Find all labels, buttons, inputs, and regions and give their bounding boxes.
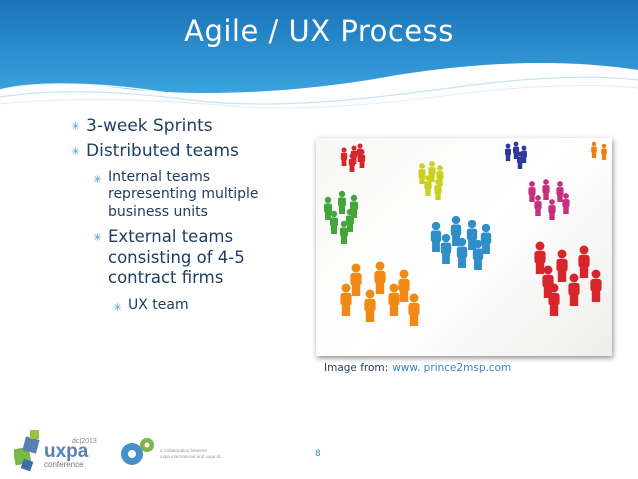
person-figure — [590, 269, 602, 302]
person-figure — [428, 161, 436, 182]
bullet-text: Internal teams representing multiple bus… — [108, 168, 259, 220]
person-figure — [556, 181, 564, 202]
bullet-item: ✳ Distributed teams — [71, 141, 302, 162]
bullet-asterisk-icon: ✳ — [93, 172, 103, 186]
person-figure — [340, 147, 348, 166]
person-figure — [374, 261, 386, 294]
person-figure — [562, 193, 570, 214]
person-figure — [324, 196, 332, 220]
svg-text:conference: conference — [44, 460, 84, 469]
svg-text:dc|2013: dc|2013 — [72, 438, 97, 445]
person-figure — [480, 223, 492, 254]
person-figure — [528, 181, 536, 202]
person-figure — [542, 265, 554, 298]
svg-text:uxpa: uxpa — [44, 441, 89, 462]
bullet-asterisk-icon: ✳ — [71, 120, 81, 133]
person-figure — [398, 269, 410, 302]
person-figure — [388, 283, 400, 316]
person-figure — [356, 143, 364, 162]
person-figure — [330, 210, 338, 234]
bullet-text: 3-week Sprints — [86, 116, 213, 136]
logo-graphic: uxpa conference dc|2013 a collaboration … — [12, 430, 222, 472]
caption-label: Image from: — [324, 362, 389, 374]
bullet-text: UX team — [128, 296, 189, 313]
person-figure — [430, 221, 442, 252]
header-wave-background — [0, 0, 638, 109]
person-figure — [340, 283, 352, 316]
bullet-list: ✳ 3-week Sprints ✳ Distributed teams ✳ I… — [62, 116, 302, 314]
person-figure — [466, 219, 478, 250]
person-figure — [534, 241, 546, 274]
person-figure — [505, 143, 511, 161]
person-figure — [556, 249, 568, 282]
person-figure — [350, 263, 362, 296]
person-figure — [591, 141, 597, 158]
caption-link[interactable]: www. prince2msp.com — [392, 362, 512, 374]
slide-header: Agile / UX Process — [0, 0, 638, 110]
person-figure — [601, 143, 607, 160]
person-figure — [521, 145, 527, 163]
person-figure — [408, 293, 420, 326]
person-figure — [548, 283, 560, 316]
bullet-asterisk-icon: ✳ — [93, 231, 103, 244]
person-figure — [513, 141, 519, 159]
person-figure — [364, 289, 376, 322]
person-figure — [338, 190, 346, 214]
uxpa-conference-logo: uxpa conference dc|2013 a collaboration … — [12, 426, 224, 474]
svg-text:uxpa international and uxpa dc: uxpa international and uxpa dc — [160, 454, 222, 459]
person-figure — [348, 153, 356, 172]
colored-people-groups-illustration — [324, 141, 607, 326]
person-figure — [568, 273, 580, 306]
person-figure — [542, 179, 550, 200]
person-figure — [340, 220, 348, 244]
person-figure — [424, 175, 432, 196]
person-figure — [456, 237, 468, 268]
person-figure — [418, 163, 426, 184]
svg-text:a collaboration between: a collaboration between — [160, 448, 208, 453]
slide-title: Agile / UX Process — [184, 14, 454, 48]
bullet-text: Distributed teams — [86, 141, 239, 162]
bullet-text: External teams consisting of 4-5 contrac… — [108, 227, 245, 288]
teams-photo — [316, 138, 612, 356]
person-figure — [450, 215, 462, 246]
bullet-asterisk-icon: ✳ — [113, 300, 123, 314]
person-figure — [346, 208, 354, 232]
sub-bullet-item: ✳ External teams consisting of 4-5 contr… — [93, 227, 288, 289]
image-caption: Image from:www. prince2msp.com — [324, 362, 511, 374]
person-figure — [440, 233, 452, 264]
sub-bullet-item: ✳ Internal teams representing multiple b… — [93, 168, 288, 222]
person-figure — [548, 199, 556, 220]
person-figure — [578, 245, 590, 278]
sub-sub-bullet-item: ✳ UX team — [113, 296, 302, 315]
page-number: 8 — [315, 449, 321, 459]
person-figure — [350, 194, 358, 218]
bullet-asterisk-icon: ✳ — [71, 145, 81, 159]
person-figure — [534, 195, 542, 216]
bullet-item: ✳ 3-week Sprints — [71, 116, 302, 137]
person-figure — [472, 239, 484, 270]
person-figure — [517, 151, 523, 169]
person-figure — [434, 179, 442, 200]
